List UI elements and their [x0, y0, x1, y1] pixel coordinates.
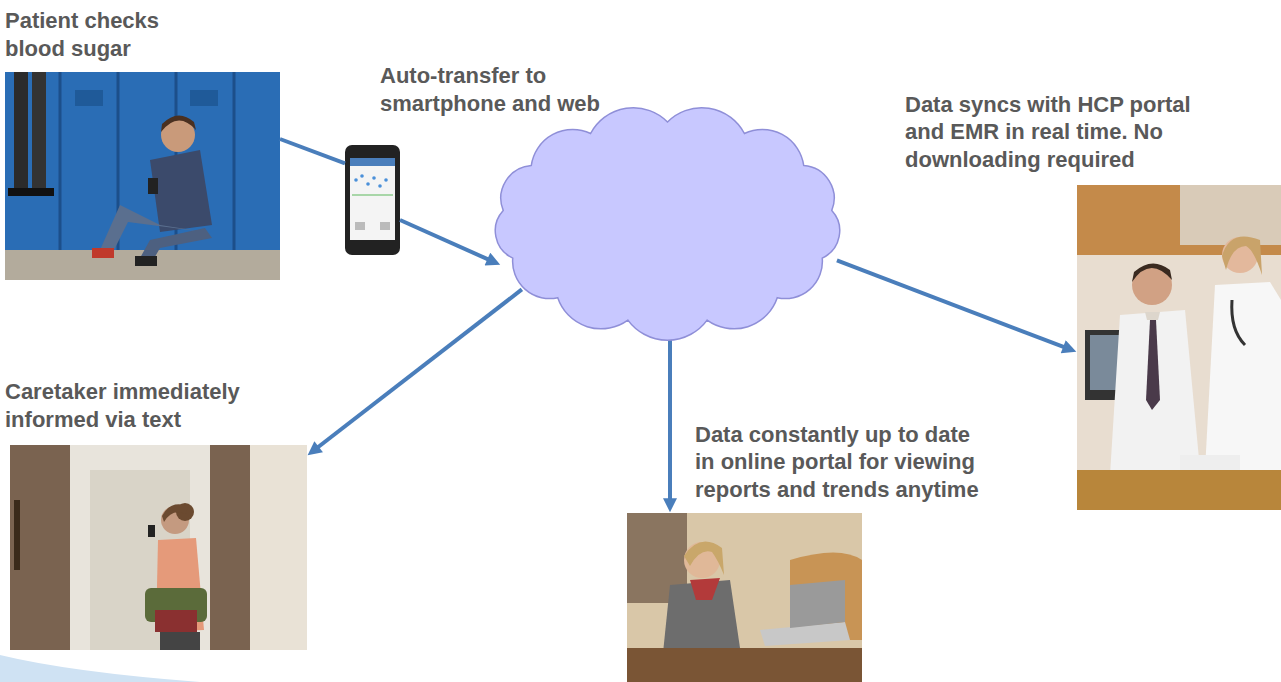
smartphone-image-part: [345, 145, 400, 255]
smartphone-image-part: [378, 184, 382, 188]
patient-photo-part: [190, 90, 218, 106]
caretaker-photo-part: [155, 610, 197, 632]
caretaker-photo-part: [148, 525, 155, 537]
patient-photo-part: [135, 256, 157, 266]
flow-arrow: [668, 337, 672, 507]
flow-arrow: [312, 289, 522, 452]
clinicians-photo-part: [1110, 310, 1200, 475]
clinicians-photo-part: [1222, 236, 1262, 275]
caretaker-photo-part: [70, 445, 210, 650]
slide-decoration-part: [0, 655, 200, 682]
clinicians-photo-part: [1132, 263, 1172, 282]
caption-heading: Data syncs with HCP portal and EMR in re…: [905, 91, 1215, 174]
patient-photo-part: [233, 72, 236, 250]
smartphone-image-part: [350, 158, 395, 240]
caption-heading: Data constantly up to date in online por…: [695, 421, 987, 504]
patient-photo-part: [30, 188, 54, 196]
clinicians-photo-part: [1180, 185, 1281, 245]
patient-photo-part: [59, 72, 62, 250]
flow-arrow: [837, 260, 1071, 350]
caption-heading: Auto-transfer to smartphone and web: [380, 62, 610, 117]
patient-photo-part: [75, 90, 103, 106]
clinicians-photo-part: [1232, 300, 1245, 345]
caretaker-photo: [10, 445, 307, 650]
smartphone-image-part: [372, 176, 376, 180]
photo-panel: Patient checks blood sugar: [5, 72, 280, 280]
smartphone-image-part: [380, 222, 390, 230]
clinicians-photo: [1077, 185, 1281, 510]
photo-panel: Caretaker immediately informed via text: [10, 445, 307, 650]
slide-decoration: [0, 655, 200, 682]
patient-photo-part: [148, 178, 158, 194]
patient-photo-part: [161, 115, 196, 132]
clinicians-photo-part: [1146, 320, 1160, 410]
clinicians-photo-part: [1077, 185, 1281, 510]
caretaker-photo-part: [10, 445, 307, 650]
clinicians-photo-part: [1205, 282, 1281, 470]
clinicians-photo-part: [1145, 312, 1160, 320]
photo-panel: Data syncs with HCP portal and EMR in re…: [1077, 185, 1281, 510]
smartphone-image-part: [384, 178, 388, 182]
caretaker-photo-part: [162, 504, 188, 522]
patient-photo: [5, 72, 280, 280]
patient-photo-part: [150, 150, 212, 232]
laptop-photo-part: [790, 580, 845, 628]
photo-panel: Data constantly up to date in online por…: [627, 513, 862, 682]
flow-arrow: [400, 220, 495, 263]
laptop-photo-part: [684, 542, 724, 575]
cloud-outline: [480, 100, 855, 345]
laptop-photo-part: [627, 513, 862, 682]
smartphone-image-part: [352, 195, 393, 196]
patient-photo-part: [32, 72, 46, 192]
clinicians-photo-part: [1077, 470, 1281, 510]
patient-photo-part: [92, 248, 114, 258]
caretaker-photo-part: [160, 632, 200, 650]
patient-photo-part: [8, 188, 32, 196]
smartphone-image-part: [360, 174, 364, 178]
caretaker-photo-part: [156, 538, 204, 632]
caption-heading: Patient checks blood sugar: [5, 7, 205, 62]
cloud-shape: [480, 100, 855, 345]
laptop-photo: [627, 513, 862, 682]
phone-image: Auto-transfer to smartphone and web: [345, 145, 400, 255]
caretaker-photo-part: [250, 445, 307, 650]
caption-heading: Caretaker immediately informed via text: [5, 378, 295, 433]
laptop-photo-part: [690, 578, 720, 600]
smartphone-image: [345, 145, 400, 255]
laptop-photo-part: [627, 648, 862, 682]
clinicians-photo-part: [1180, 455, 1240, 470]
patient-photo-part: [14, 72, 28, 192]
smartphone-image-part: [366, 182, 370, 186]
cloud-outline: [495, 108, 839, 340]
smartphone-image-part: [354, 178, 358, 182]
caretaker-photo-part: [14, 500, 20, 570]
smartphone-image-part: [355, 222, 365, 230]
patient-photo-part: [5, 72, 280, 280]
smartphone-image-part: [350, 158, 395, 166]
flow-arrow: [280, 139, 345, 163]
